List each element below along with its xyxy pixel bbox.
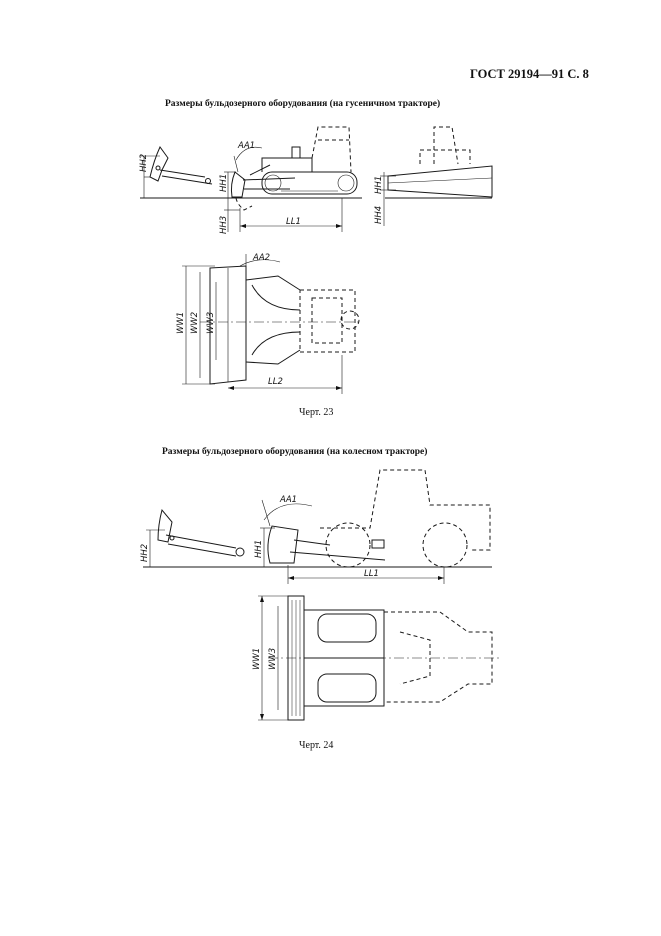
- ww3-label: WW3: [206, 312, 216, 334]
- figure-24-title: Размеры бульдозерного оборудования (на к…: [162, 447, 428, 457]
- aa2-label: AA2: [252, 253, 270, 263]
- fig24-plan-view: WW1 WW3: [252, 595, 500, 721]
- fig23-side-view: HH2 AA1 HH1 HH3 LL1: [139, 126, 362, 234]
- fig23-plan-view: AA2 WW1 WW2 WW3 LL2: [176, 253, 360, 394]
- page-header: ГОСТ 29194—91 С. 8: [470, 67, 589, 81]
- ww2-label: WW2: [190, 312, 200, 334]
- fig24-ww1-label: WW1: [252, 648, 262, 670]
- hh2-label: HH2: [139, 154, 149, 172]
- figure-23-title: Размеры бульдозерного оборудования (на г…: [165, 99, 441, 109]
- aa1-label: AA1: [237, 141, 255, 151]
- fig24-hh1-label: HH1: [254, 540, 264, 558]
- fig24-hh2-label: HH2: [140, 544, 150, 562]
- ll2-label: LL2: [268, 377, 283, 387]
- fig23-front-view: HH1 HH4: [374, 126, 493, 226]
- fig24-aa1-label: AA1: [279, 495, 297, 505]
- fig24-ww3-label: WW3: [268, 648, 278, 670]
- ww1-label: WW1: [176, 312, 186, 334]
- hh3-label: HH3: [219, 216, 229, 234]
- hh1-label: HH1: [219, 174, 229, 192]
- hh1-front-label: HH1: [374, 176, 384, 194]
- fig24-ll1-label: LL1: [364, 569, 379, 579]
- figure-23-caption: Черт. 23: [299, 407, 334, 418]
- hh4-label: HH4: [374, 206, 384, 224]
- fig24-side-view: AA1 HH2 HH1 LL1: [140, 469, 492, 584]
- ll1-label: LL1: [286, 217, 301, 227]
- figure-24-caption: Черт. 24: [299, 740, 334, 751]
